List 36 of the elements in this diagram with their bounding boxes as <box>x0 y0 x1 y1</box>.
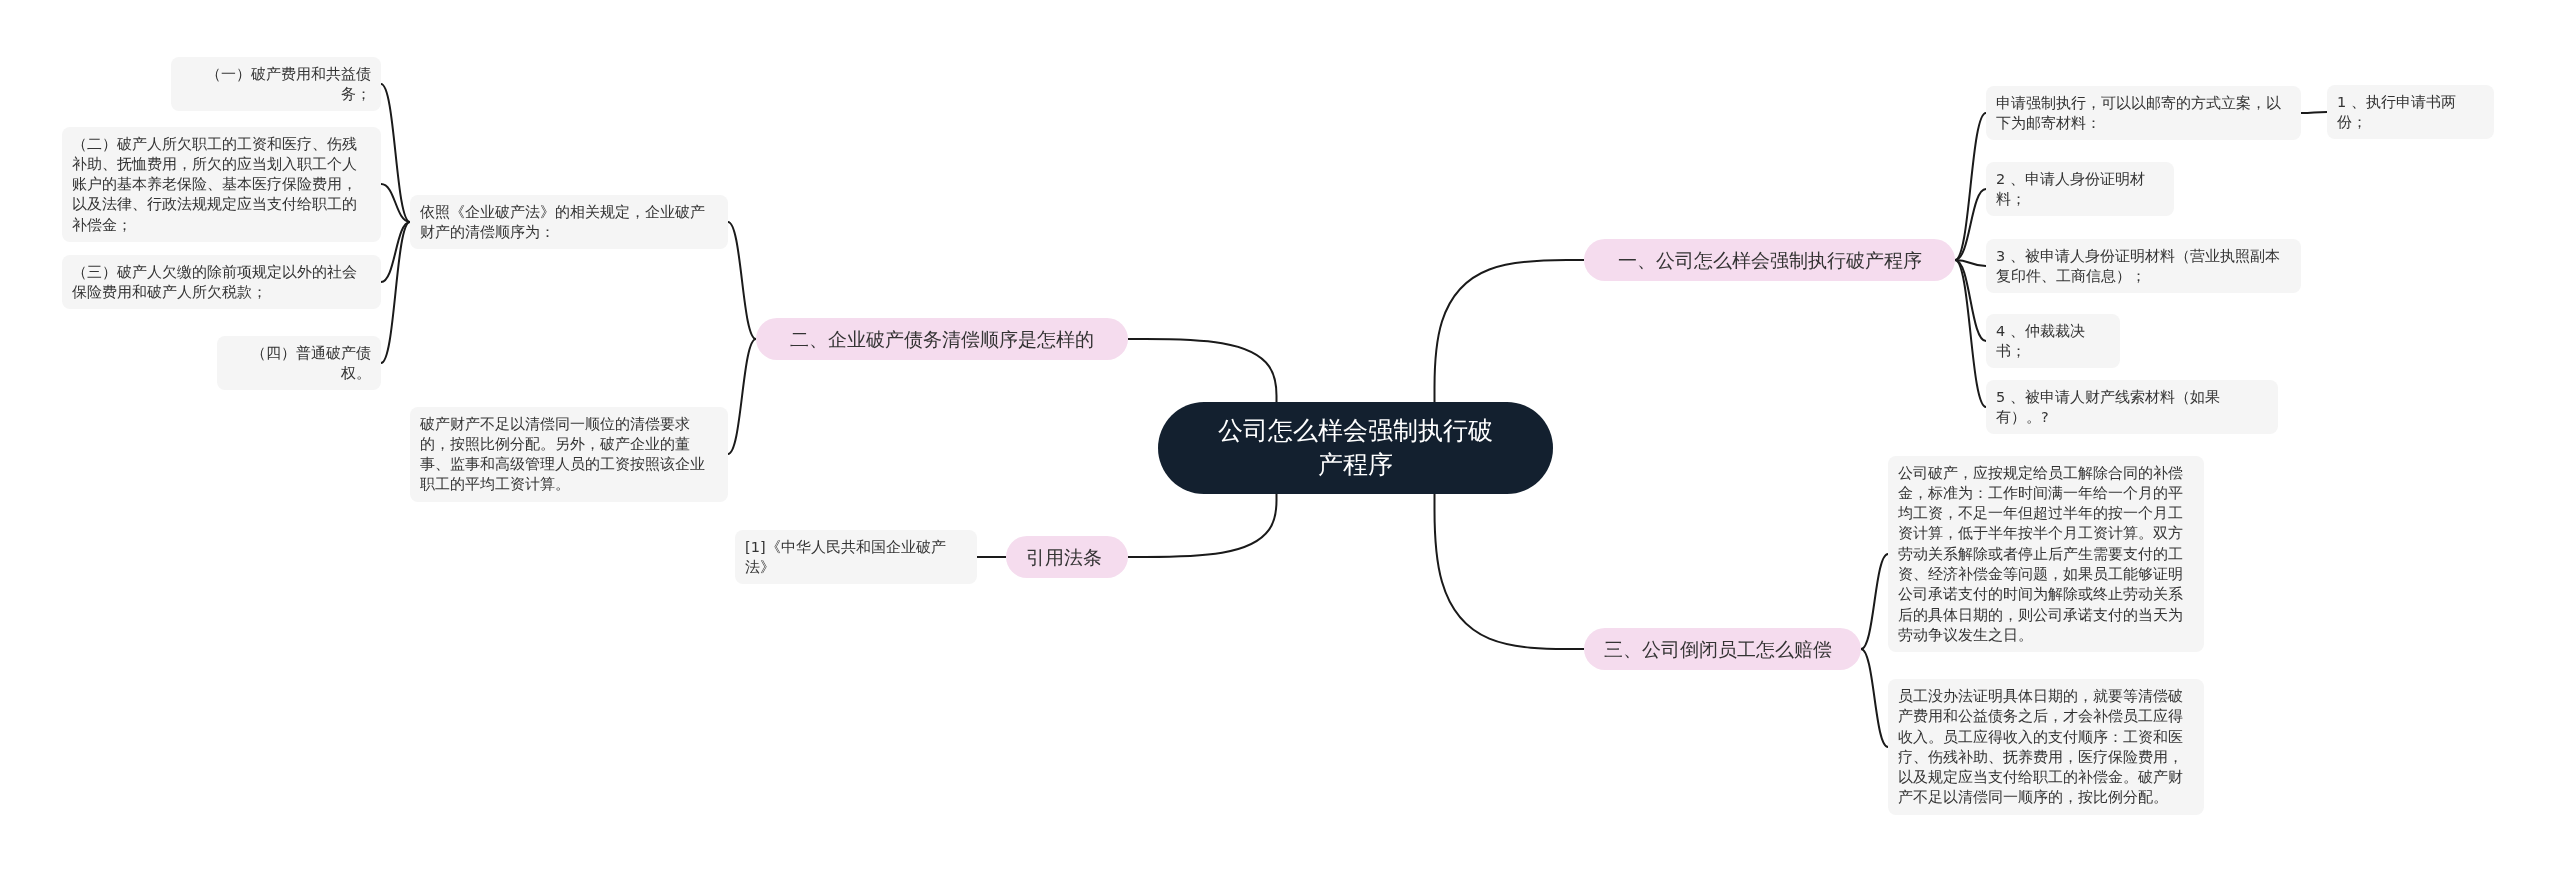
topic-bubble: 三、公司倒闭员工怎么赔偿 <box>1584 627 1861 671</box>
connector-line <box>380 83 411 223</box>
connector-line <box>1954 188 1987 261</box>
text-card: 员工没办法证明具体日期的，就要等清偿破产费用和公益债务之后，才会补偿员工应得收入。员工应得收入的支付顺序：工资和医疗、伤残补助、抚养费用，医疗保险费用，以及规定应当支付给职工的补偿金。破产财产不足以清偿同一顺序的，按比例分配。 <box>1888 679 2204 815</box>
connector-line <box>1127 338 1278 403</box>
text-card: 5 、被申请人财产线索材料（如果有）。? <box>1986 379 2278 435</box>
text-card: 破产财产不足以清偿同一顺位的清偿要求的，按照比例分配。另外，破产企业的董事、监事和高级管理人员的工资按照该企业职工的平均工资计算。 <box>410 406 728 502</box>
connector-line <box>1954 112 1987 261</box>
text-card: 依照《企业破产法》的相关规定，企业破产财产的清偿顺序为： <box>410 194 728 250</box>
connector-line <box>727 338 757 455</box>
connector-line <box>1860 553 1889 650</box>
text-card: 申请强制执行，可以以邮寄的方式立案，以下为邮寄材料： <box>1986 85 2301 141</box>
central-topic: 公司怎么样会强制执行破产程序 <box>1158 402 1553 494</box>
connector-line <box>2300 111 2328 114</box>
connector-line <box>727 221 757 340</box>
text-card: 2 、申请人身份证明材料； <box>1986 161 2174 217</box>
connector-line <box>976 556 1007 558</box>
topic-bubble: 引用法条 <box>1006 535 1128 579</box>
connector-line <box>1433 259 1585 403</box>
text-card: 3 、被申请人身份证明材料（营业执照副本复印件、工商信息）； <box>1986 238 2301 294</box>
connector-line <box>1127 493 1278 558</box>
connector-line <box>1433 493 1585 650</box>
text-card: 4 、仲裁裁决书； <box>1986 313 2120 369</box>
text-card: （四）普通破产债权。 <box>217 335 381 391</box>
text-card: （三）破产人欠缴的除前项规定以外的社会保险费用和破产人所欠税款； <box>62 254 381 310</box>
text-card: （二）破产人所欠职工的工资和医疗、伤残补助、抚恤费用，所欠的应当划入职工个人账户的基本养老保险、基本医疗保险费用，以及法律、行政法规规定应当支付给职工的补偿金； <box>62 126 381 242</box>
text-card: 公司破产，应按规定给员工解除合同的补偿金，标准为：工作时间满一年给一个月的平均工资，不足一年但超过半年的按一个月工资计算，低于半年按半个月工资计算。双方劳动关系解除或者停止后产生需要支付的工资、经济补偿金等问题，如果员工能够证明公司承诺支付的时间为解除或终止劳动关系后的具体日期的，则公司承诺支付的当天为劳动争议发生之日。 <box>1888 455 2204 653</box>
text-card: [1]《中华人民共和国企业破产法》 <box>735 529 977 585</box>
connector-line <box>1954 259 1987 408</box>
text-card: （一）破产费用和共益债务； <box>171 56 381 112</box>
topic-bubble: 一、公司怎么样会强制执行破产程序 <box>1584 238 1955 282</box>
connector-line <box>1860 648 1889 748</box>
connector-line <box>380 183 411 223</box>
text-card: 1 、执行申请书两份； <box>2327 84 2494 140</box>
connector-line <box>380 221 411 364</box>
topic-bubble: 二、企业破产债务清偿顺序是怎样的 <box>756 317 1128 361</box>
